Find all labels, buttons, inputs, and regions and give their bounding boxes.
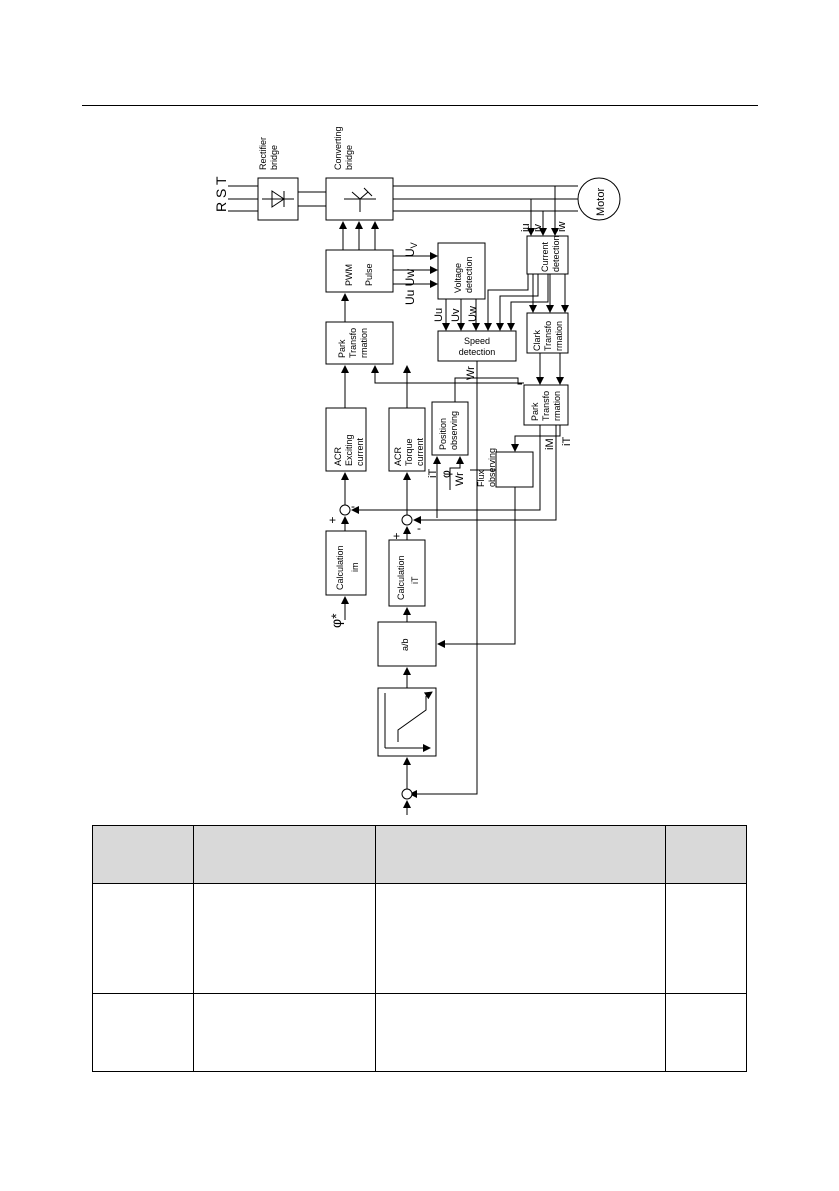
svg-text:Clark Transfo rmation: Clark Transfo rmation <box>532 318 564 351</box>
calculation-it-block <box>388 539 426 607</box>
svg-text:Flux observing: Flux observing <box>476 448 497 487</box>
table-header-cell <box>193 825 376 884</box>
position-observing-block <box>431 401 469 456</box>
table-cell <box>375 883 666 994</box>
svg-text:+: + <box>329 513 336 527</box>
diode-icon <box>262 190 294 208</box>
park-transformation-right-block <box>523 384 569 426</box>
svg-text:-: - <box>351 499 355 513</box>
svg-text:detection: detection <box>459 347 496 357</box>
uv-top-label: UV <box>403 242 419 257</box>
svg-text:Voltage detection: Voltage detection <box>453 256 474 293</box>
svg-text:iu: iu <box>520 223 532 232</box>
motor-label: Motor <box>595 188 607 216</box>
svg-text:Park Transfo rmation: Park Transfo rmation <box>530 388 562 421</box>
svg-text:Park Transfo rmation: Park Transfo rmation <box>337 325 369 358</box>
limiter-curve-icon <box>384 691 433 752</box>
svg-text:Speed: Speed <box>464 336 490 346</box>
table-cell <box>193 993 376 1072</box>
park-transformation-left-block <box>325 321 394 365</box>
voltage-detection-block <box>437 242 486 300</box>
table-row <box>92 993 747 1072</box>
svg-text:Uv: Uv <box>450 308 462 322</box>
svg-text:Calculation: Calculation <box>396 555 406 600</box>
motor-icon <box>577 177 621 221</box>
table-cell <box>375 993 666 1072</box>
flux-observing-block <box>495 451 534 488</box>
sum-junction-torque <box>401 514 413 526</box>
svg-text:iw: iw <box>556 222 568 232</box>
sum-junction-speed <box>401 788 413 800</box>
svg-text:iT: iT <box>561 437 573 446</box>
svg-text:PWM: PWM <box>344 264 354 286</box>
speed-detection-block <box>437 330 517 362</box>
table-cell <box>665 993 747 1072</box>
svg-text:Uu: Uu <box>433 308 445 322</box>
acr-torque-current-block <box>388 407 426 472</box>
table-header-cell <box>92 825 194 884</box>
svg-text:im: im <box>350 563 360 573</box>
svg-text:Calculation: Calculation <box>335 545 345 590</box>
svg-text:Uw: Uw <box>467 306 479 322</box>
svg-text:iv: iv <box>532 224 544 232</box>
svg-text:φ*: φ* <box>328 613 344 628</box>
svg-text:iT: iT <box>410 576 420 584</box>
svg-text:ACR Torque current: ACR Torque current <box>393 436 425 466</box>
rectifier-label: Rectifier bridge <box>258 134 279 170</box>
svg-text:ACR Exciting current: ACR Exciting current <box>333 432 365 466</box>
svg-text:iT: iT <box>427 469 439 478</box>
svg-text:Current detection: Current detection <box>540 235 561 272</box>
svg-text:Wr: Wr <box>454 472 466 486</box>
vector-control-block-diagram: R S T Rectifier bridge Converting bridge… <box>213 124 621 815</box>
svg-text:Position observing: Position observing <box>438 411 459 450</box>
table-cell <box>665 883 747 994</box>
table-row <box>92 883 747 994</box>
clark-transformation-block <box>526 312 569 354</box>
acr-exciting-current-block <box>325 407 367 472</box>
speed-regulator-block <box>377 687 437 757</box>
svg-text:iM: iM <box>544 438 556 450</box>
svg-text:a/b: a/b <box>400 638 410 651</box>
table-cell <box>92 883 194 994</box>
table-header-row <box>92 825 747 884</box>
svg-text:Wr: Wr <box>465 366 477 380</box>
table-cell <box>92 993 194 1072</box>
table-header-cell <box>375 825 666 884</box>
sum-junction-excite <box>339 504 351 516</box>
pwm-pulse-block <box>325 249 394 293</box>
svg-text:φ: φ <box>439 470 453 478</box>
transistor-icon <box>344 187 376 212</box>
uu-uw-label: Uu Uw <box>403 269 417 305</box>
current-detection-block <box>526 235 569 275</box>
rst-label: R S T <box>213 176 229 212</box>
header-rule <box>82 105 758 106</box>
table-cell <box>193 883 376 994</box>
table-header-cell <box>665 825 747 884</box>
svg-text:-: - <box>417 521 421 535</box>
svg-text:+: + <box>393 529 400 543</box>
power-lines <box>228 185 578 212</box>
converting-label: Converting bridge <box>333 124 354 170</box>
svg-text:Pulse: Pulse <box>364 263 374 286</box>
parameter-table <box>92 825 747 1072</box>
calculation-im-block <box>325 530 367 596</box>
